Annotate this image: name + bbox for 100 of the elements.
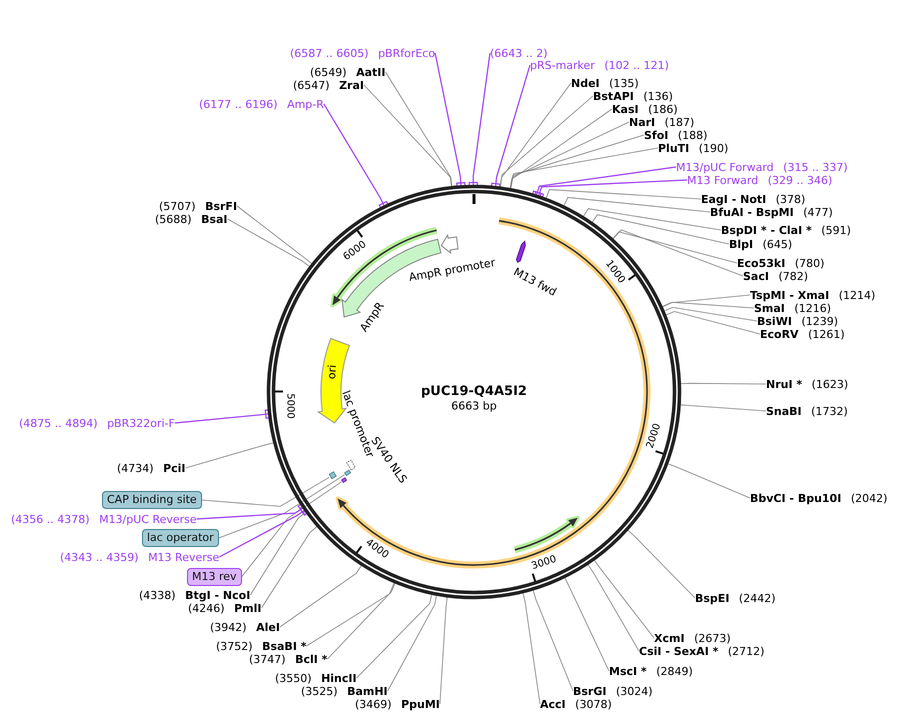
restriction-site-label: (3550) HincII [275, 672, 357, 684]
leader-line [612, 231, 738, 264]
leader-line [323, 103, 388, 208]
leader-line [201, 476, 330, 507]
leader-line [546, 189, 702, 200]
restriction-site-label: BstAPI (136) [593, 90, 673, 102]
restriction-site-label: MscI * (2849) [609, 664, 693, 678]
tick-label: 5000 [284, 392, 296, 418]
leader-line [440, 596, 448, 704]
leader-line [218, 474, 346, 538]
restriction-site-label: (6549) AatII [310, 66, 386, 78]
feature-label: ori [325, 364, 339, 380]
plasmid-name: pUC19-Q4A5I2 [421, 384, 527, 400]
restriction-site-label: (5707) BsrFI [159, 200, 238, 212]
restriction-site-label: BsiWI (1239) [757, 314, 838, 328]
leader-line [387, 595, 437, 692]
leader-line [662, 294, 750, 307]
restriction-site-label: CsiI - SexAI * (2712) [639, 644, 764, 658]
leader-line [592, 214, 730, 244]
restriction-site-label: BlpI (645) [729, 238, 792, 250]
leader-line [564, 578, 610, 672]
leader-line [327, 582, 396, 660]
leader-line [664, 306, 758, 322]
leader-line [306, 582, 394, 646]
restriction-site-label: BbvCI - Bpu10I (2042) [750, 492, 888, 504]
leader-line [612, 229, 744, 276]
leader-line [468, 52, 491, 186]
primer-label: M13 Forward (329 .. 346) [687, 174, 832, 186]
restriction-site-label: (4734) PciI [117, 462, 186, 474]
restriction-site-label: (6547) ZraI [293, 78, 364, 92]
leader-line [500, 82, 572, 188]
primer-label: (4875 .. 4894) pBR322ori-F [19, 416, 175, 430]
primer-label: M13/pUC Forward (315 .. 337) [676, 160, 848, 174]
restriction-site-label: NarI (187) [629, 116, 694, 128]
restriction-site-label: (3469) PpuMI [355, 698, 440, 710]
restriction-site-label: AccI (3078) [540, 698, 612, 710]
primer-label: pRS-marker (102 .. 121) [530, 58, 669, 72]
leader-line [522, 592, 540, 704]
restriction-site-label: NdeI (135) [571, 76, 639, 90]
leader-line [594, 560, 654, 638]
leader-line [510, 148, 658, 189]
restriction-site-label: SacI (782) [743, 270, 808, 282]
primer-label: (6177 .. 6196) Amp-R [199, 98, 324, 110]
leader-line [668, 464, 750, 498]
feature-bar [344, 470, 351, 476]
feature-bar [328, 471, 337, 480]
leader-line [385, 72, 452, 187]
leader-line [185, 442, 274, 468]
leader-line [196, 504, 306, 520]
leader-line [174, 409, 270, 424]
leader-line [250, 512, 306, 596]
leader-line [583, 208, 722, 230]
leader-line [241, 481, 342, 578]
primer-label: (6587 .. 6605) pBRforEco [290, 46, 436, 60]
feature-tag: lac operator [142, 529, 219, 547]
leader-line [280, 565, 362, 628]
restriction-site-label: (3525) BamHI [301, 684, 388, 698]
restriction-site-label: NruI * (1623) [766, 378, 848, 390]
leader-line [356, 594, 432, 678]
tick-label: 3000 [530, 554, 558, 572]
restriction-site-label: (5688) BsaI [155, 212, 228, 226]
leader-line [666, 311, 760, 334]
leader-line [588, 564, 640, 652]
leader-line [564, 197, 710, 212]
restriction-site-label: BspDI * - ClaI * (591) [721, 224, 851, 236]
restriction-site-label: KasI (186) [612, 102, 678, 116]
leader-line [261, 526, 318, 608]
leader-line [662, 302, 754, 308]
leader-line [510, 108, 612, 189]
feature-bar [341, 477, 347, 483]
leader-line [628, 530, 696, 598]
restriction-site-label: BfuAI - BspMI (477) [710, 206, 833, 218]
restriction-site-label: (3942) AleI [210, 620, 280, 634]
restriction-site-label: (3747) BclI * [249, 652, 328, 666]
restriction-site-label: SmaI (1216) [754, 302, 831, 314]
leader-line [510, 122, 630, 189]
primer-tag: M13 rev [187, 568, 242, 586]
restriction-site-label: SfoI (188) [644, 128, 708, 142]
leader-line [364, 84, 452, 187]
plasmid-length: 6663 bp [451, 400, 497, 412]
feature-tag: CAP binding site [102, 491, 202, 509]
leader-line [434, 52, 466, 186]
restriction-site-label: TspMI - XmaI (1214) [750, 288, 876, 302]
restriction-site-label: BspEI (2442) [695, 592, 776, 604]
tick-label: 2000 [644, 422, 663, 450]
leader-line [218, 506, 308, 558]
leader-line [510, 134, 644, 189]
leader-line [491, 64, 531, 188]
restriction-site-label: (4246) PmlI [188, 602, 262, 614]
leader-line [227, 218, 310, 267]
primer-label: (4343 .. 4359) M13 Reverse [60, 550, 220, 564]
restriction-site-label: Eco53kI (780) [737, 256, 824, 270]
leader-line [680, 382, 766, 384]
feature-label: M13 fwd [511, 265, 559, 299]
primer-label: (6643 .. 2) [490, 46, 548, 60]
restriction-site-label: EagI - NotI (378) [701, 192, 806, 206]
leader-line [680, 404, 766, 412]
restriction-site-label: XcmI (2673) [654, 632, 731, 644]
feature-label: AmpR promoter [408, 256, 496, 284]
primer-label: (4356 .. 4378) M13/pUC Reverse [11, 512, 197, 526]
